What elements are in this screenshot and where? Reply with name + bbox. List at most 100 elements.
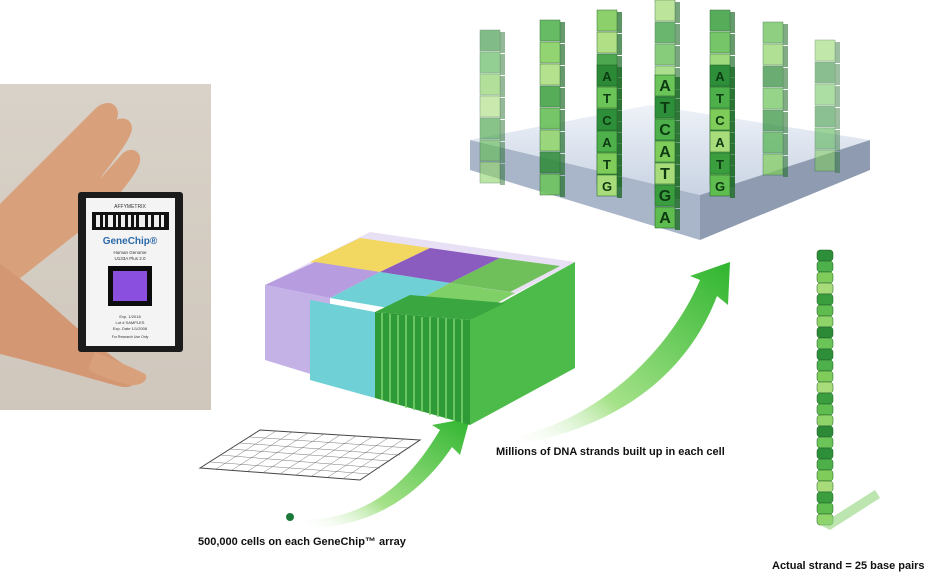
strand-segment-side (617, 122, 622, 143)
chip-line1: Exp. 1/2018 (119, 314, 141, 319)
strand-segment (539, 85, 561, 108)
strand-segment (814, 61, 836, 84)
actual-strand-segment (816, 480, 834, 493)
strand-segment-side (500, 54, 505, 75)
strand-segment-side (730, 56, 735, 77)
strand-segment-side (617, 56, 622, 77)
strand-base-letter: A (602, 69, 612, 84)
strand-segment-side (617, 166, 622, 187)
strand-segment (539, 19, 561, 42)
strand-base-letter: C (715, 113, 725, 128)
actual-strand-segment (816, 491, 834, 504)
strand-segment-side (500, 164, 505, 185)
strand-segment-side (560, 154, 565, 175)
label-strands: Millions of DNA strands built up in each… (496, 446, 725, 458)
chip-subtitle2: U133A Plus 2.0 (114, 256, 146, 261)
strand-segment (814, 127, 836, 150)
strand-segment (814, 39, 836, 62)
strand-shadow (820, 490, 880, 530)
strand-segment-side (730, 100, 735, 121)
strand-segment-side (730, 34, 735, 55)
strand-segment (654, 43, 676, 66)
cell-grid-array (198, 429, 422, 521)
actual-strand-segment (816, 249, 834, 262)
strand-base-letter: C (602, 113, 612, 128)
actual-strand-segment (816, 326, 834, 339)
strand-segment (479, 73, 501, 96)
strand-base-letter: T (603, 157, 611, 172)
strand-segment-side (675, 99, 680, 120)
strand-segment (762, 87, 784, 110)
strand-segment-side (783, 68, 788, 89)
strand-segment-side (675, 143, 680, 164)
strand-segment-side (617, 34, 622, 55)
strand-segment-side (617, 12, 622, 33)
strand-segment-side (835, 108, 840, 129)
strand-segment (539, 41, 561, 64)
strand-segment-side (560, 110, 565, 131)
actual-strand-segment (816, 425, 834, 438)
strand-segment (479, 95, 501, 118)
strand-segment-side (617, 78, 622, 99)
chip-brand: AFFYMETRIX (114, 204, 146, 210)
actual-strand (816, 249, 834, 526)
strand-segment (762, 21, 784, 44)
strand-segment-side (560, 176, 565, 197)
strand-segment-side (783, 156, 788, 177)
actual-strand-segment (816, 370, 834, 383)
strand-segment (654, 21, 676, 44)
actual-strand-segment (816, 469, 834, 482)
strand-base-letter: A (602, 135, 612, 150)
strand-segment (654, 0, 676, 22)
chip-line2: Lot # SAMPLES (116, 320, 145, 325)
chip-line3: Exp. Date 1/1/2008 (113, 326, 148, 331)
arrow-to-strands (510, 262, 730, 446)
strand-segment-side (730, 155, 735, 176)
strand-segment-side (835, 86, 840, 107)
actual-strand-segment (816, 315, 834, 328)
strand-segment-side (617, 100, 622, 121)
strand-segment-side (560, 88, 565, 109)
strand-segment (762, 131, 784, 154)
actual-strand-segment (816, 502, 834, 515)
strand-segment-side (675, 24, 680, 45)
strand-segment-side (835, 42, 840, 63)
strand-base-letter: T (660, 166, 670, 183)
actual-strand-segment (816, 304, 834, 317)
strand-segment-side (500, 142, 505, 163)
strand-base-letter: G (659, 188, 671, 205)
strand-segment-side (617, 133, 622, 154)
strand-segment (596, 9, 618, 32)
strand-segment (479, 161, 501, 184)
hand-holding-chip-illustration: AFFYMETRIX GeneChip® Human Genome U133A … (0, 102, 183, 388)
strand-segment-side (500, 98, 505, 119)
strand-base-letter: A (659, 78, 671, 95)
strand-segment (762, 153, 784, 176)
actual-strand-segment (816, 260, 834, 273)
chip-footer: For Research Use Only (112, 335, 149, 339)
strand-segment-side (730, 12, 735, 33)
strand-segment (539, 129, 561, 152)
actual-strand-segment (816, 436, 834, 449)
strand-segment (539, 107, 561, 130)
strand-segment-side (560, 132, 565, 153)
strand-base-letter: A (659, 144, 671, 161)
strand-segment-side (617, 89, 622, 110)
actual-strand-segment (816, 293, 834, 306)
strand-segment-side (783, 24, 788, 45)
strand-segment (539, 173, 561, 196)
arrow-to-cell (300, 418, 470, 529)
strand-segment (814, 83, 836, 106)
strand-segment-side (675, 77, 680, 98)
strand-segment-side (560, 66, 565, 87)
strand-segment-side (675, 209, 680, 230)
strand-segment-side (500, 76, 505, 97)
strand-segment-side (675, 165, 680, 186)
strand-segment-side (560, 22, 565, 43)
strand-segment-side (675, 46, 680, 67)
actual-strand-segment (816, 282, 834, 295)
strand-segment-side (617, 155, 622, 176)
strand-segment-side (730, 78, 735, 99)
